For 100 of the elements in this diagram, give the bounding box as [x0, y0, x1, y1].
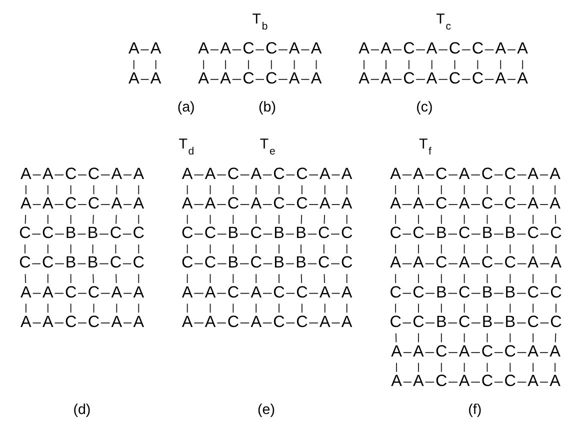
- node-text: A: [458, 254, 470, 272]
- node-text: C: [87, 312, 100, 331]
- connector: [216, 292, 226, 294]
- node-text: C: [526, 224, 538, 242]
- node-text: C: [265, 69, 277, 88]
- node-text: A: [220, 40, 230, 58]
- node-text: C: [504, 372, 516, 390]
- connector: [493, 352, 503, 354]
- connector: [463, 274, 464, 284]
- connector: [532, 214, 534, 224]
- node-text: A: [250, 164, 262, 183]
- connector: [516, 174, 526, 176]
- connector: [370, 49, 379, 50]
- connector: [330, 204, 340, 206]
- connector: [470, 352, 480, 354]
- connector: [284, 234, 294, 235]
- connector: [232, 184, 234, 195]
- node-text: A: [250, 283, 262, 302]
- connector: [322, 244, 324, 254]
- connector: [463, 244, 464, 254]
- connector: [315, 60, 316, 70]
- connector: [24, 244, 25, 254]
- node-text: C: [504, 164, 516, 183]
- connector: [239, 174, 250, 176]
- node-text: A: [204, 283, 216, 302]
- connector: [300, 303, 302, 314]
- node-text: B: [504, 283, 516, 302]
- connector: [509, 303, 510, 314]
- connector: [506, 78, 516, 80]
- connector: [330, 234, 340, 235]
- connector: [516, 292, 526, 294]
- connector: [330, 322, 340, 324]
- connector: [532, 184, 534, 195]
- connector: [470, 204, 480, 206]
- connector: [114, 244, 116, 254]
- node-text: C: [296, 283, 308, 302]
- connector: [232, 303, 234, 314]
- connector: [122, 204, 132, 206]
- connector: [100, 174, 110, 176]
- connector: [306, 234, 317, 235]
- node-text: C: [480, 372, 493, 390]
- connector: [116, 303, 117, 314]
- node-text: B: [227, 224, 238, 242]
- connector: [324, 303, 325, 314]
- node-text: C: [402, 69, 414, 88]
- node-text: C: [226, 312, 239, 331]
- connector: [300, 49, 310, 50]
- node-text: C: [389, 312, 401, 331]
- node-text: A: [412, 342, 424, 360]
- connector: [32, 292, 41, 294]
- connector: [232, 244, 234, 254]
- node-text: A: [318, 312, 330, 331]
- node-text: B: [227, 254, 238, 272]
- connector: [484, 78, 494, 80]
- connector: [46, 303, 48, 314]
- label: T$_{c}$: [436, 12, 450, 33]
- connector: [463, 214, 464, 224]
- node-text: C: [448, 69, 460, 88]
- connector: [346, 303, 347, 314]
- connector: [440, 303, 442, 314]
- connector: [300, 274, 302, 284]
- label: (d): [72, 402, 90, 418]
- node-text: A: [412, 194, 424, 212]
- node-text: C: [389, 224, 401, 242]
- connector: [46, 274, 48, 284]
- node-text: A: [412, 372, 424, 390]
- connector: [122, 322, 132, 324]
- connector: [448, 352, 458, 354]
- connector: [193, 204, 204, 206]
- connector: [447, 234, 457, 235]
- connector: [402, 352, 412, 354]
- connector: [440, 362, 442, 372]
- node-text: A: [110, 283, 122, 302]
- node-text: B: [86, 254, 98, 272]
- connector: [539, 322, 549, 324]
- connector: [493, 174, 503, 176]
- connector: [231, 78, 242, 80]
- connector: [538, 263, 550, 264]
- connector: [394, 214, 396, 224]
- connector: [500, 60, 501, 70]
- node-text: A: [412, 254, 424, 272]
- node-text: A: [527, 254, 538, 272]
- connector: [138, 303, 139, 314]
- node-text: C: [504, 342, 516, 360]
- connector: [77, 204, 86, 206]
- connector: [300, 214, 302, 224]
- connector: [555, 303, 556, 314]
- connector: [532, 332, 534, 343]
- node-text: A: [20, 312, 31, 331]
- connector: [278, 244, 280, 254]
- node-text: C: [180, 224, 193, 242]
- label: T$_{f}$: [418, 136, 431, 158]
- connector: [231, 49, 242, 50]
- node-text: C: [272, 312, 284, 331]
- connector: [509, 214, 510, 224]
- node-text: C: [435, 194, 447, 212]
- node-text: C: [402, 40, 414, 58]
- node-text: C: [480, 342, 493, 360]
- connector: [554, 184, 556, 195]
- connector: [300, 184, 302, 195]
